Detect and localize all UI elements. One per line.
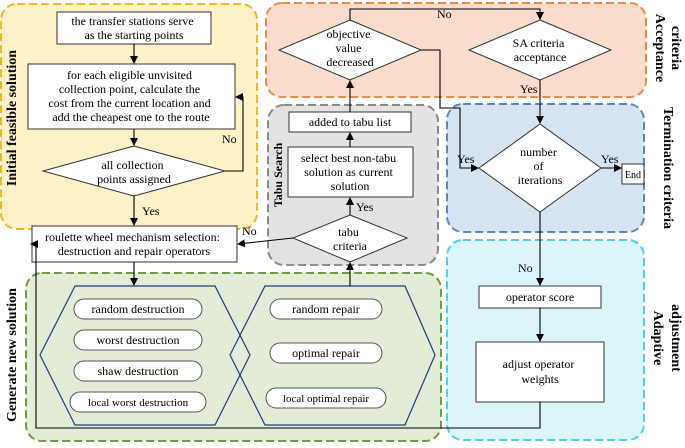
op-optimal-repair-text: optimal repair [292,346,360,360]
node-adjust-text: adjust operator weights [503,357,578,386]
label-assigned-no: No [222,132,237,146]
node-start-box [56,11,212,45]
op-shaw-destruction-text: shaw destruction [98,364,179,378]
node-operator-score-text: operator score [506,290,574,304]
node-objective-text: objective value decreased [326,27,373,69]
node-end-text: End [625,170,641,181]
node-cost-box [27,63,236,130]
label-sa-yes: Yes [520,82,538,96]
region-title-initial: Initial feasible solution [5,50,20,186]
region-title-adaptive-1: Adaptive [650,311,665,365]
op-random-destruction-text: random destruction [92,302,185,316]
node-cost-text: for each eligible unvisited collection p… [48,68,213,124]
op-local-optimal-repair [265,387,387,409]
edge-objective-no [349,8,544,20]
node-tabu-criteria-text: tabu criteria [333,225,368,253]
node-sa-text: SA criteria acceptance [513,36,568,64]
node-roulette-text: roulette wheel mechanism selection: dest… [45,230,223,258]
label-iter-yes-right: Yes [601,152,619,166]
op-local-optimal-repair-text: local optimal repair [283,393,369,405]
label-tabu-no: No [242,224,257,238]
op-random-repair [269,298,383,320]
op-worst-destruction-text: worst destruction [97,333,180,347]
destruction-hexagon [39,285,251,426]
op-local-worst-destruction-text: local worst destruction [88,397,189,409]
region-title-termination: Termination criteria [660,107,675,229]
repair-hexagon [229,285,436,426]
node-start-text: the transfer stations serve as the start… [71,14,196,42]
node-end-box [621,163,645,185]
region-title-adaptive-2: adjustment [668,304,683,372]
region-adaptive [446,239,645,441]
label-objective-no: No [437,7,452,21]
node-adjust-box [475,341,605,403]
op-random-destruction [73,298,203,320]
label-assigned-yes: Yes [142,204,160,218]
node-roulette-box [31,225,238,263]
op-local-worst-destruction [69,391,207,413]
region-title-acceptance-1: Acceptance [652,14,667,82]
node-assigned-text: all collection points assigned [97,158,171,186]
op-worst-destruction [73,329,203,351]
op-optimal-repair [269,342,383,364]
edge-assigned-no [225,93,244,172]
node-select-best-text: select best non-tabu solution as current… [301,151,399,193]
edge-tabu-no [237,237,294,248]
node-iterations-text: number of iterations [518,145,563,187]
node-added-tabu-text: added to tabu list [309,115,392,129]
region-title-generate: Generate new solution [5,288,20,422]
edge-objective-yes [421,49,479,172]
label-iter-no: No [518,261,533,275]
region-title-acceptance-2: criteria [668,26,683,70]
op-random-repair-text: random repair [292,302,360,316]
label-tabu-yes: Yes [356,200,374,214]
op-shaw-destruction [73,360,203,382]
region-title-tabu: Tabu Search [271,142,285,207]
label-iter-yes-left: Yes [457,152,475,166]
